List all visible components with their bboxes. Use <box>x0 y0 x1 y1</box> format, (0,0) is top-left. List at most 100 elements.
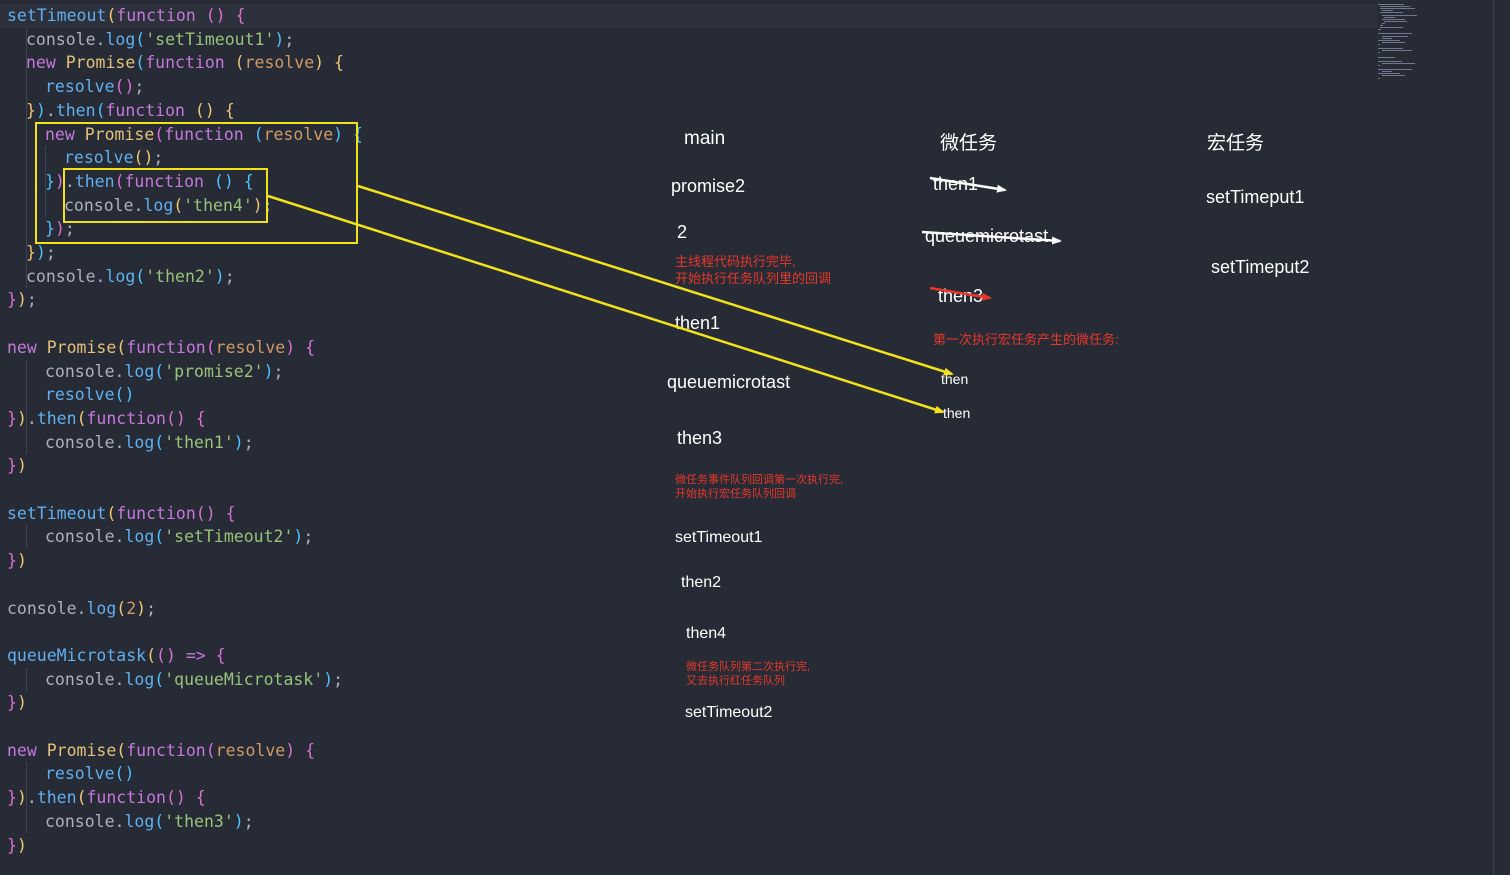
code-token: 'then4' <box>183 195 253 215</box>
code-line[interactable]: new Promise(function(resolve) { <box>0 336 315 360</box>
code-line[interactable]: resolve() <box>0 762 134 786</box>
code-token: { <box>224 100 235 120</box>
code-line[interactable]: }); <box>0 288 37 312</box>
code-token: () <box>165 408 186 428</box>
code-token: . <box>26 408 37 428</box>
code-token: ( <box>154 361 165 381</box>
code-minimap[interactable] <box>1378 4 1448 84</box>
code-line[interactable]: resolve() <box>0 383 134 407</box>
code-token: log <box>124 669 155 689</box>
code-line[interactable]: console.log('promise2'); <box>0 360 283 384</box>
code-line[interactable]: }); <box>0 217 75 241</box>
code-token: () <box>194 100 215 120</box>
code-token <box>185 101 195 120</box>
note-microtask-second-done-line1: 微任务队列第二次执行完, <box>686 661 811 673</box>
code-line[interactable] <box>0 715 7 739</box>
code-token: log <box>86 598 117 618</box>
code-line[interactable]: }) <box>0 454 27 478</box>
main-then3: then3 <box>677 428 723 448</box>
code-line[interactable]: console.log(2); <box>0 597 156 621</box>
code-line[interactable]: queueMicrotask(() => { <box>0 644 226 668</box>
code-token: log <box>124 527 155 547</box>
code-token: ( <box>154 124 165 144</box>
code-token <box>226 6 236 25</box>
code-line[interactable]: console.log('setTimeout1'); <box>0 28 294 52</box>
code-line[interactable]: setTimeout(function() { <box>0 502 236 526</box>
code-token: () <box>156 645 176 665</box>
minimap-line <box>1378 29 1382 31</box>
code-token: } <box>7 456 17 476</box>
code-line[interactable]: }).then(function () { <box>0 99 235 123</box>
code-token: ) <box>16 788 27 808</box>
code-token: Promise <box>84 124 155 144</box>
code-token: ) <box>233 811 244 831</box>
code-token: function <box>86 788 166 808</box>
code-line[interactable]: setTimeout(function () { <box>0 4 1377 28</box>
code-line[interactable] <box>0 620 7 644</box>
code-line[interactable]: }) <box>0 549 27 573</box>
code-token: ( <box>95 100 106 120</box>
code-token: ) <box>252 195 263 215</box>
code-line[interactable]: console.log('then1'); <box>0 431 254 455</box>
code-token: setTimeout <box>7 503 107 523</box>
code-token: ; <box>273 361 284 381</box>
code-line[interactable]: }).then(function() { <box>0 407 206 431</box>
code-token: 'then2' <box>145 266 215 286</box>
code-line[interactable]: new Promise(function(resolve) { <box>0 739 315 763</box>
code-line[interactable]: resolve(); <box>0 146 163 170</box>
code-line[interactable]: }).then(function () { <box>0 170 254 194</box>
code-token: function <box>145 53 225 73</box>
code-token: ) <box>233 432 244 452</box>
code-token: ) <box>285 337 296 357</box>
code-token <box>37 741 47 760</box>
code-token: ; <box>303 527 314 547</box>
code-line[interactable]: }) <box>0 691 27 715</box>
code-token: console. <box>64 195 144 215</box>
header-main: main <box>684 128 726 149</box>
main-then4: then4 <box>686 625 727 642</box>
code-line[interactable]: console.log('queueMicrotask'); <box>0 668 343 692</box>
code-token: console. <box>45 432 125 452</box>
code-token: log <box>124 811 155 831</box>
code-token: then <box>36 408 77 428</box>
code-token: { <box>215 645 226 665</box>
main-2: 2 <box>677 222 688 242</box>
code-token: console. <box>45 811 125 831</box>
code-token: ) <box>263 361 274 381</box>
code-token: resolve <box>64 148 134 168</box>
code-line[interactable]: console.log('setTimeout2'); <box>0 525 313 549</box>
code-token: } <box>7 788 17 808</box>
code-line[interactable]: }); <box>0 241 56 265</box>
minimap-line <box>1382 14 1418 16</box>
minimap-line <box>1378 39 1400 41</box>
code-token: ( <box>146 645 157 665</box>
code-token: ; <box>26 290 37 310</box>
main-queuemicrotast: queuemicrotast <box>667 372 791 392</box>
micro-queuemicrotast: queuemicrotast <box>925 226 1049 246</box>
vertical-scrollbar[interactable] <box>1493 0 1494 875</box>
code-token: 'then3' <box>164 811 234 831</box>
indent-guide <box>45 146 46 218</box>
code-token: then <box>74 171 115 191</box>
code-line[interactable]: resolve(); <box>0 75 144 99</box>
code-token <box>295 741 305 760</box>
code-line[interactable] <box>0 478 7 502</box>
code-line[interactable] <box>0 312 7 336</box>
code-line[interactable]: console.log('then3'); <box>0 810 254 834</box>
code-token <box>324 53 334 72</box>
code-line[interactable]: console.log('then2'); <box>0 265 235 289</box>
code-token: 'setTimeout1' <box>145 29 275 49</box>
minimap-line <box>1380 6 1410 8</box>
code-token: ) <box>333 124 344 144</box>
code-token: setTimeout <box>7 6 107 25</box>
code-line[interactable] <box>0 573 7 597</box>
code-line[interactable]: }).then(function() { <box>0 786 206 810</box>
code-line[interactable]: }) <box>0 834 27 858</box>
minimap-line <box>1380 27 1404 29</box>
code-token: resolve <box>45 385 115 405</box>
macro-setTimeput2: setTimeput2 <box>1211 257 1310 277</box>
micro-then-a: then <box>941 371 969 387</box>
code-line[interactable]: new Promise(function (resolve) { <box>0 51 344 75</box>
note-microtask-first-done-line2: 开始执行宏任务队列回调 <box>675 488 796 500</box>
code-token: } <box>45 219 55 239</box>
